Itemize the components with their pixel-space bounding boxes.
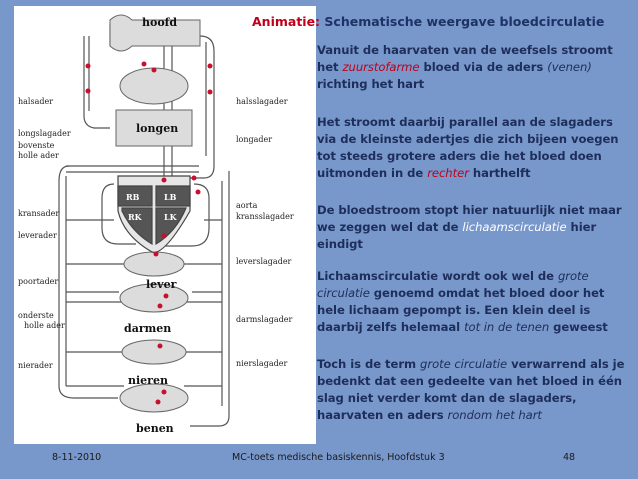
p1-text-e: richting het hart: [317, 77, 425, 91]
label-holle-ader-2: holle ader: [24, 321, 65, 330]
footer-date: 8-11-2010: [52, 452, 102, 463]
paragraph-1: Vanuit de haarvaten van de weefsels stro…: [317, 42, 635, 93]
title-lead: Animatie:: [252, 14, 321, 29]
chamber-rk: RK: [128, 212, 143, 222]
label-bovenste: bovenste: [18, 141, 55, 150]
organ-longen: longen: [136, 122, 178, 135]
p3-lichaamscirculatie: lichaamscirculatie: [462, 220, 567, 234]
circulation-svg: hoofd longen lever darmen nieren benen R…: [18, 14, 294, 435]
label-halsslagader: halsslagader: [236, 97, 288, 106]
p2-rechter: rechter: [427, 166, 469, 180]
circulation-diagram: hoofd longen lever darmen nieren benen R…: [14, 6, 316, 444]
p5-text-a: Toch is de term: [317, 357, 421, 371]
organ-nieren: nieren: [128, 374, 168, 387]
title-rest: Schematische weergave bloedcirculatie: [324, 14, 605, 29]
p2-text-c: harthelft: [468, 166, 531, 180]
organ-darmen: darmen: [124, 322, 171, 335]
footer-course: MC-toets medische basiskennis, Hoofdstuk…: [232, 452, 445, 463]
paragraph-4: Lichaamscirculatie wordt ook wel de grot…: [317, 268, 635, 336]
label-aorta: aorta: [236, 201, 258, 210]
label-longader: longader: [236, 135, 272, 144]
label-longslagader: longslagader: [18, 129, 71, 138]
p4-text-a: Lichaamscirculatie wordt ook wel de: [317, 269, 558, 283]
chamber-lb: LB: [164, 192, 177, 202]
label-kransader: kransader: [18, 209, 59, 218]
p5-grote-circulatie: grote circulatie: [420, 357, 508, 371]
p3-text-a: De bloedstroom stopt hier natuurlijk nie…: [317, 203, 622, 234]
organ-hoofd: hoofd: [142, 16, 177, 29]
organ-lever: lever: [146, 278, 177, 291]
paragraph-5: Toch is de term grote circulatie verwarr…: [317, 356, 635, 424]
p1-venen: (venen): [547, 60, 592, 74]
label-poortader: poortader: [18, 277, 58, 286]
paragraph-3: De bloedstroom stopt hier natuurlijk nie…: [317, 202, 635, 253]
chamber-lk: LK: [164, 212, 178, 222]
label-halsader: halsader: [18, 97, 53, 106]
p4-grote-circulatie: grote circulatie: [317, 269, 589, 300]
label-kransslagader: kransslagader: [236, 212, 294, 221]
label-onderste: onderste: [18, 311, 54, 320]
paragraph-2: Het stroomt daarbij parallel aan de slag…: [317, 114, 635, 182]
organ-benen: benen: [136, 422, 174, 435]
label-nierader: nierader: [18, 361, 53, 370]
chamber-rb: RB: [126, 192, 140, 202]
p2-text-a: Het stroomt daarbij parallel aan de slag…: [317, 115, 619, 180]
p4-text-c: genoemd omdat het bloed door het hele li…: [317, 286, 605, 334]
p1-zuurstofarme: zuurstofarme: [342, 60, 420, 74]
p5-rondom-het-hart: rondom het hart: [447, 408, 542, 422]
label-holle-ader-1: holle ader: [18, 151, 59, 160]
p1-text-a: Vanuit de haarvaten van de weefsels stro…: [317, 43, 613, 74]
p1-text-c: bloed via de aders: [419, 60, 548, 74]
p5-text-c: verwarrend als je bedenkt dat een gedeel…: [317, 357, 625, 422]
label-nierslagader: nierslagader: [236, 359, 287, 368]
footer-page-number: 48: [563, 452, 576, 463]
label-leverader: leverader: [18, 231, 57, 240]
p4-tot-in-de-tenen: tot in de tenen: [464, 320, 550, 334]
label-leverslagader: leverslagader: [236, 257, 292, 266]
label-darmslagader: darmslagader: [236, 315, 292, 324]
p3-text-c: hier eindigt: [317, 220, 597, 251]
slide-title: Animatie: Schematische weergave bloedcir…: [252, 14, 636, 29]
slide-footer: 8-11-2010 MC-toets medische basiskennis,…: [0, 449, 638, 469]
p4-text-e: geweest: [549, 320, 608, 334]
